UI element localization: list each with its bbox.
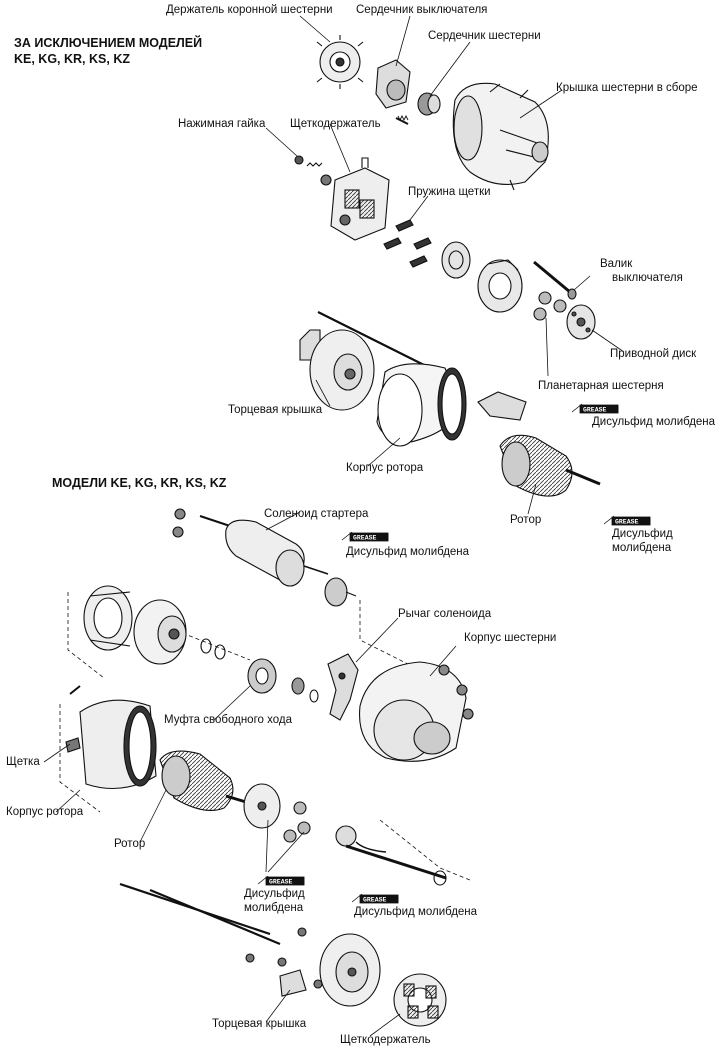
press-nut-part <box>294 155 332 186</box>
brush-holder-top-part <box>330 157 390 241</box>
svg-text:GREASE: GREASE <box>353 535 377 542</box>
label-end-cover-top: Торцевая крышка <box>228 404 323 416</box>
label-brush-holder-top: Щеткодержатель <box>290 118 381 130</box>
label-rotor-housing-bottom: Корпус ротора <box>6 806 84 818</box>
label-moly-5: Дисульфид молибдена <box>354 906 478 918</box>
label-rotor-housing-top: Корпус ротора <box>346 462 424 474</box>
planetary-gears-lower-part <box>283 801 311 843</box>
label-brush: Щетка <box>6 756 40 768</box>
plate-part <box>441 241 471 279</box>
label-moly-3: Дисульфид молибдена <box>346 546 470 558</box>
svg-text:GREASE: GREASE <box>583 407 607 414</box>
brush-plate-part <box>477 391 527 421</box>
label-drive-disc: Приводной диск <box>610 348 697 360</box>
drive-disc-part <box>566 304 596 340</box>
label-switch-shaft-2: выключателя <box>612 272 683 284</box>
plunger-part <box>324 577 357 607</box>
grease-tags: GREASE GREASE GREASE GREASE GREASE <box>257 403 651 904</box>
reduction-housing-part <box>133 599 187 665</box>
through-bolt-lower-2 <box>149 888 281 946</box>
label-rotor-top: Ротор <box>510 514 542 526</box>
gear-cover-assembly-part <box>452 82 549 191</box>
label-brush-spring: Пружина щетки <box>408 186 491 198</box>
ring-gear-holder-part <box>316 35 364 89</box>
overrunning-clutch-part <box>247 658 319 703</box>
label-moly-2-line1: Дисульфид <box>612 528 673 540</box>
through-bolt-top <box>317 311 431 369</box>
svg-text:GREASE: GREASE <box>363 897 387 904</box>
label-switch-shaft-1: Валик <box>600 258 633 270</box>
label-moly-4-line1: Дисульфид <box>244 888 305 900</box>
plate-lower-part <box>243 783 281 829</box>
label-gear-cover-assembly: Крышка шестерни в сборе <box>556 82 698 94</box>
label-moly-4-line2: молибдена <box>244 902 304 914</box>
end-cover-top-part <box>299 329 375 411</box>
header-except-models-line2: KE, KG, KR, KS, KZ <box>14 52 130 66</box>
label-overrunning-clutch: Муфта свободного хода <box>164 714 292 726</box>
small-bolts-part <box>245 927 323 989</box>
label-starter-solenoid: Соленоид стартера <box>264 508 369 520</box>
internal-gear-part <box>477 259 523 313</box>
washers-lower-part <box>200 638 226 660</box>
gear-core-part <box>417 92 441 116</box>
label-gear-core: Сердечник шестерни <box>428 30 541 42</box>
starter-solenoid-part <box>172 508 329 587</box>
svg-text:GREASE: GREASE <box>269 879 293 886</box>
label-planetary-gear: Планетарная шестерня <box>538 380 664 392</box>
switch-shaft-part <box>533 260 577 300</box>
brush-holder-lower-part <box>393 973 447 1027</box>
header-models: МОДЕЛИ KE, KG, KR, KS, KZ <box>52 476 227 490</box>
label-end-cover-bottom: Торцевая крышка <box>212 1018 307 1030</box>
end-cover-lower-part <box>279 933 381 1007</box>
label-press-nut: Нажимная гайка <box>178 118 266 130</box>
label-switch-core: Сердечник выключателя <box>356 4 488 16</box>
header-except-models-line1: ЗА ИСКЛЮЧЕНИЕМ МОДЕЛЕЙ <box>14 36 203 50</box>
pinion-shaft-part <box>335 825 447 886</box>
rotor-lower-part <box>159 750 247 811</box>
rotor-housing-lower-part <box>65 685 157 789</box>
solenoid-lever-part <box>327 653 359 721</box>
front-housing-lower-part <box>83 585 133 651</box>
switch-core-part <box>375 59 411 125</box>
label-rotor-bottom: Ротор <box>114 838 146 850</box>
planetary-gears-part <box>533 291 567 321</box>
brush-springs-part <box>383 219 432 268</box>
rotor-housing-top-part <box>376 363 467 447</box>
label-moly-2-line2: молибдена <box>612 542 672 554</box>
label-brush-holder-bottom: Щеткодержатель <box>340 1034 431 1046</box>
label-ring-gear-holder: Держатель коронной шестерни <box>166 4 333 16</box>
label-solenoid-lever: Рычаг соленоида <box>398 608 492 620</box>
leader-lines <box>43 15 625 1037</box>
gear-housing-part <box>358 661 474 762</box>
label-moly-1: Дисульфид молибдена <box>592 416 716 428</box>
rotor-top-part <box>499 434 601 497</box>
label-gear-housing: Корпус шестерни <box>464 632 557 644</box>
svg-text:GREASE: GREASE <box>615 519 639 526</box>
